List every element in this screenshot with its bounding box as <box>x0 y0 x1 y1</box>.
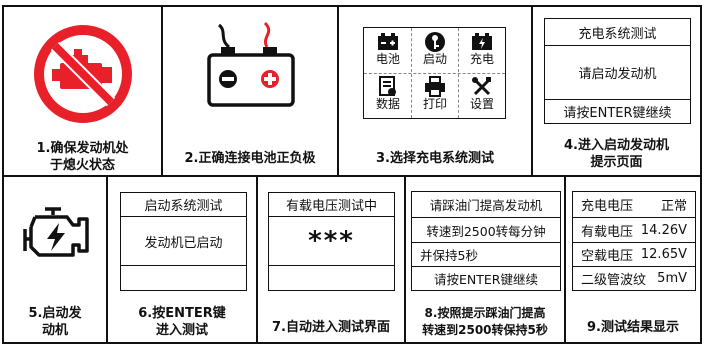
step-9-caption: 9.测试结果显示 <box>587 320 679 335</box>
result-label-charge-voltage: 充电电压 <box>581 199 634 214</box>
menu-item-charge[interactable]: 充电 <box>462 31 502 66</box>
step-4-panel: 充电系统测试 请启动发动机 请按ENTER键继续 4.进入启动发动机 提示页面 <box>531 5 702 177</box>
step-4-screen-title: 充电系统测试 <box>578 26 657 42</box>
result-row-charge-voltage: 充电电压 正常 <box>573 192 695 217</box>
main-menu-screen: 电池 启动 充电 数据 打印 设置 <box>363 27 506 119</box>
step-4-screen-message: 请启动发动机 <box>545 45 690 99</box>
step-8-panel: 请踩油门提高发动机 转速到2500转每分钟 并保持5秒 请按ENTER键继续 8… <box>404 175 566 344</box>
menu-item-data[interactable]: 数据 <box>368 76 408 111</box>
menu-label-battery: 电池 <box>375 52 400 66</box>
result-row-diode-ripple: 二级管波纹 5mV <box>573 266 695 290</box>
step-7-caption: 7.自动进入测试界面 <box>272 320 390 335</box>
step-1-panel: 1.确保发动机处 于熄火状态 <box>2 5 163 177</box>
step-5-caption-line-1: 5.启动发 <box>28 306 82 321</box>
step-7-screen-title: 有载电压测试中 <box>285 199 377 214</box>
step-6-panel: 启动系统测试 发动机已启动 6.按ENTER键 进入测试 <box>106 175 258 344</box>
step-2-caption: 2.正确连接电池正负极 <box>184 151 316 166</box>
result-value-load-voltage: 14.26V <box>640 222 687 238</box>
step-9-panel: 充电电压 正常 有载电压 14.26V 空载电压 12.65V 二级管波纹 5m… <box>564 175 702 344</box>
step-8-screen-line-1: 请踩油门提高发动机 <box>429 198 543 213</box>
result-value-noload-voltage: 12.65V <box>640 247 687 262</box>
step-6-screen-message: 发动机已启动 <box>121 216 246 265</box>
step-4-caption-line-1: 4.进入启动发动机 <box>564 138 669 153</box>
step-8-caption-line-1: 8.按照提示踩油门提高 <box>424 306 546 320</box>
result-row-load-voltage: 有载电压 14.26V <box>573 217 695 242</box>
step-6-caption-line-2: 进入测试 <box>155 323 208 338</box>
step-6-screen: 启动系统测试 发动机已启动 <box>120 192 247 291</box>
menu-label-print: 打印 <box>422 97 447 111</box>
engine-start-icon <box>23 207 89 257</box>
step-3-panel: 电池 启动 充电 数据 打印 设置 3.选择充电系统测试 <box>337 5 533 177</box>
charge-battery-icon <box>472 33 492 50</box>
no-engine-sign-icon <box>34 25 132 123</box>
step-3-caption: 3.选择充电系统测试 <box>376 151 494 166</box>
step-4-caption-line-2: 提示页面 <box>590 155 643 170</box>
menu-item-settings[interactable]: 设置 <box>462 76 502 111</box>
printer-icon <box>425 76 445 97</box>
result-row-noload-voltage: 空载电压 12.65V <box>573 242 695 266</box>
step-4-screen-prompt: 请按ENTER键继续 <box>545 99 690 123</box>
step-8-screen: 请踩油门提高发动机 转速到2500转每分钟 并保持5秒 请按ENTER键继续 <box>411 191 561 291</box>
step-2-panel: 2.正确连接电池正负极 <box>161 5 339 177</box>
step-1-caption-line-1: 1.确保发动机处 <box>36 141 129 156</box>
step-6-screen-title: 启动系统测试 <box>144 199 223 214</box>
step-4-screen: 充电系统测试 请启动发动机 请按ENTER键继续 <box>544 18 691 124</box>
menu-label-data: 数据 <box>375 97 400 111</box>
step-8-screen-line-3: 并保持5秒 <box>412 242 560 266</box>
menu-item-battery[interactable]: 电池 <box>368 31 408 66</box>
battery-icon <box>378 33 398 50</box>
menu-label-charge: 充电 <box>469 52 494 66</box>
data-icon <box>379 76 396 96</box>
step-7-panel: 有载电压测试中 *** 7.自动进入测试界面 <box>256 175 406 344</box>
menu-label-settings: 设置 <box>469 97 494 111</box>
step-1-caption-line-2: 于熄火状态 <box>49 158 115 173</box>
result-label-noload-voltage: 空载电压 <box>581 249 634 264</box>
result-label-load-voltage: 有载电压 <box>581 224 634 240</box>
step-7-screen-progress: *** <box>269 216 394 265</box>
step-7-screen-empty-row <box>269 265 394 290</box>
step-8-screen-line-2: 转速到2500转每分钟 <box>412 217 560 242</box>
menu-item-print[interactable]: 打印 <box>415 76 455 111</box>
menu-item-start[interactable]: 启动 <box>415 31 455 66</box>
result-value-charge-voltage: 正常 <box>660 199 687 214</box>
menu-label-start: 启动 <box>422 52 447 66</box>
step-9-result-screen: 充电电压 正常 有载电压 14.26V 空载电压 12.65V 二级管波纹 5m… <box>572 191 696 291</box>
key-icon <box>425 32 445 52</box>
step-6-caption-line-1: 6.按ENTER键 <box>138 306 226 321</box>
result-value-diode-ripple: 5mV <box>657 271 687 286</box>
step-5-panel: 5.启动发 动机 <box>2 175 108 344</box>
step-6-screen-empty-row <box>121 265 246 290</box>
step-8-screen-line-4: 请按ENTER键继续 <box>412 266 560 290</box>
step-7-screen: 有载电压测试中 *** <box>268 192 395 291</box>
step-8-caption-line-2: 转速到2500转保持5秒 <box>422 323 548 337</box>
result-label-diode-ripple: 二级管波纹 <box>581 273 647 288</box>
step-5-caption-line-2: 动机 <box>41 323 68 338</box>
battery-terminals-icon <box>207 21 295 107</box>
settings-tools-icon <box>472 77 491 96</box>
